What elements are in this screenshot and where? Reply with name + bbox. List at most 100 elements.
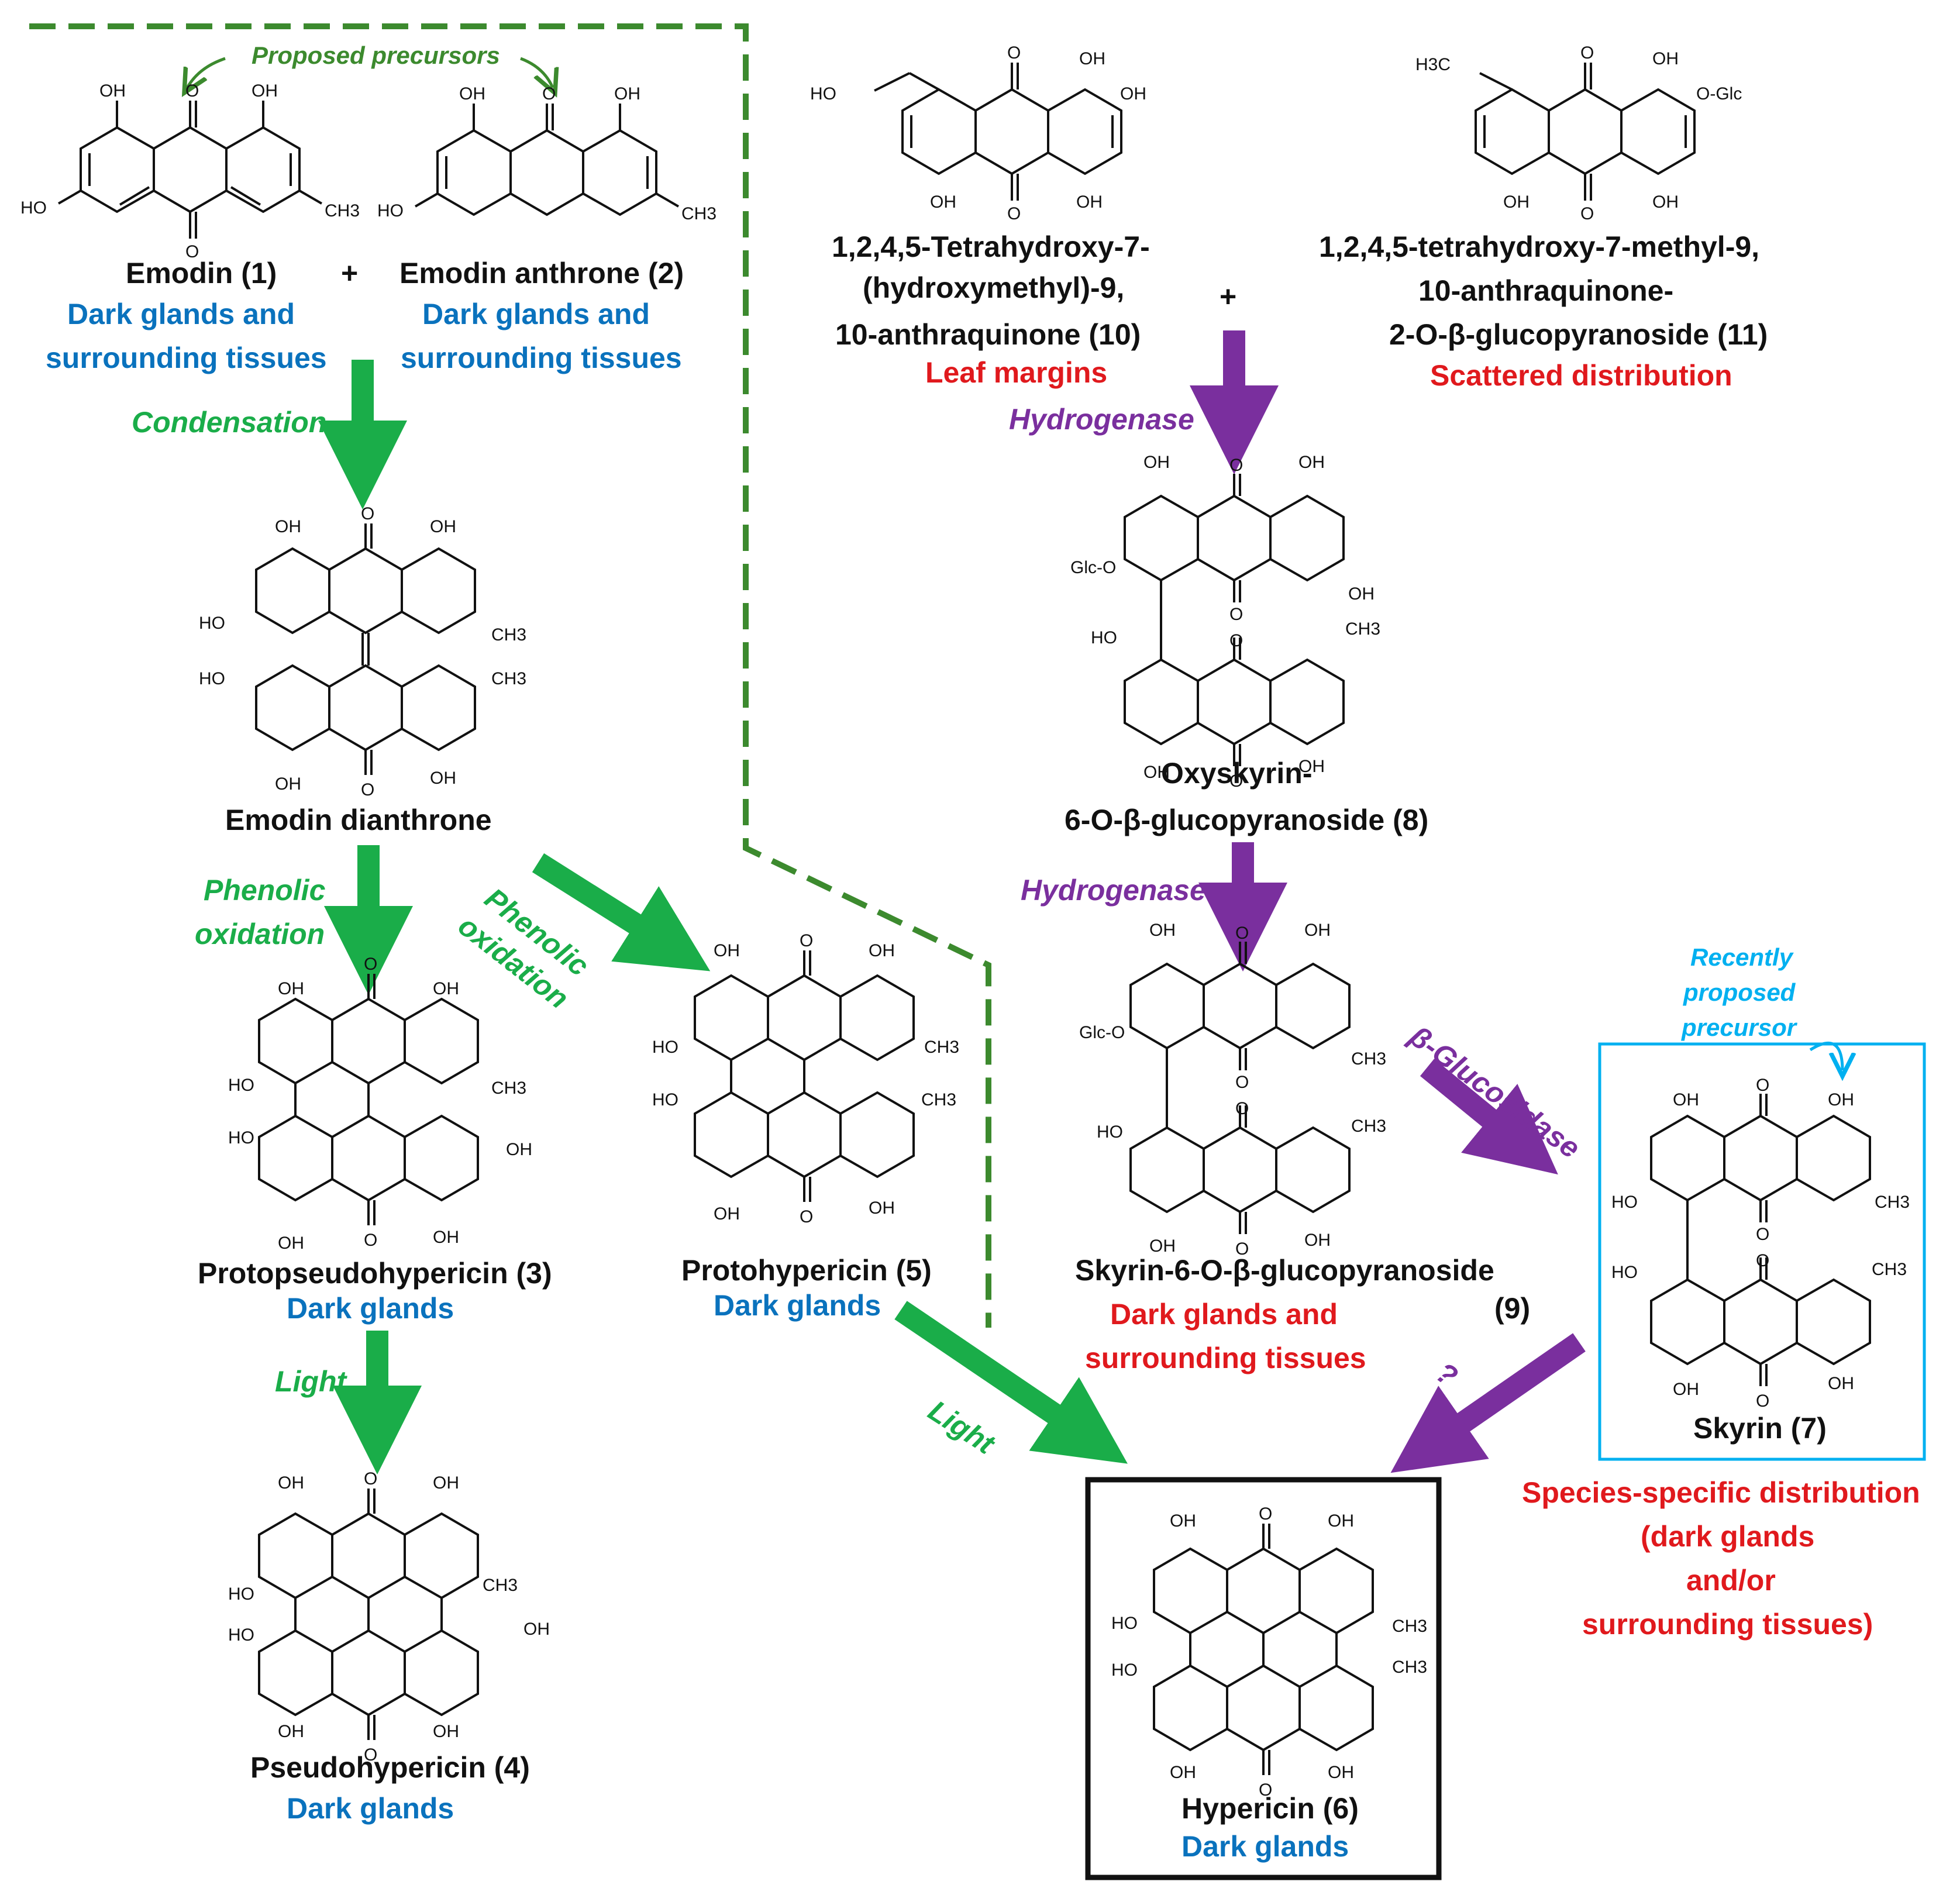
precursor-pointer-right [520, 57, 553, 88]
skyrin-location-line2: (dark glands [1641, 1520, 1815, 1553]
arrow-question [1390, 1333, 1586, 1473]
pseudohypericin-name: Pseudohypericin (4) [250, 1751, 530, 1784]
svg-text:O: O [1259, 1504, 1272, 1524]
hydrogenase-label-2: Hydrogenase [1021, 874, 1206, 907]
emodin-anthrone-location-line1: Dark glands and [422, 298, 650, 330]
structure-tetrahydroxy-methyl-glucoside: O O H3C OH O-Glc OH OH [1415, 43, 1742, 223]
svg-text:OH: OH [523, 1620, 550, 1639]
svg-text:O: O [1007, 43, 1021, 63]
svg-text:CH3: CH3 [491, 625, 526, 645]
svg-text:CH3: CH3 [325, 201, 360, 220]
svg-text:OH: OH [459, 84, 485, 104]
recently-proposed-line3: precursor [1682, 1014, 1797, 1041]
light-label-1: Light [275, 1365, 347, 1398]
protopseudohypericin-name: Protopseudohypericin (3) [198, 1257, 552, 1290]
svg-text:HO: HO [1091, 628, 1117, 647]
svg-text:CH3: CH3 [924, 1038, 959, 1057]
svg-text:O: O [185, 81, 199, 101]
svg-text:OH: OH [1328, 1511, 1354, 1531]
svg-text:CH3: CH3 [921, 1090, 956, 1110]
emodin-location-line1: Dark glands and [67, 298, 295, 330]
oxyskyrin-name-line1: Oxyskyrin- [1161, 757, 1313, 790]
svg-text:OH: OH [1143, 453, 1170, 472]
svg-text:OH: OH [1076, 192, 1103, 212]
svg-text:OH: OH [1673, 1380, 1699, 1399]
svg-text:H3C: H3C [1415, 55, 1451, 74]
structure-emodin: O O OH OH HO CH3 [20, 81, 360, 261]
svg-text:CH3: CH3 [1872, 1260, 1907, 1279]
svg-text:OH: OH [1079, 49, 1105, 68]
cyan-pointer [1809, 1041, 1842, 1070]
skyrin-box [1598, 1042, 1926, 1461]
svg-text:HO: HO [228, 1584, 254, 1604]
plus-sign-right: + [1220, 280, 1237, 313]
svg-text:OH: OH [433, 1473, 459, 1493]
emodin-anthrone-name: Emodin anthrone (2) [399, 257, 684, 290]
structure-pseudohypericin: O O OH OH HO CH3 HO OH OH OH [228, 1469, 550, 1765]
hypericin-name: Hypericin (6) [1181, 1792, 1359, 1825]
svg-text:O-Glc: O-Glc [1696, 84, 1742, 104]
svg-text:OH: OH [714, 941, 740, 960]
proposed-precursors-label: Proposed precursors [252, 42, 500, 69]
structure-oxyskyrin-glucopyranoside: O O O O OH OH Glc-O OH HO CH3 OH OH [1070, 453, 1380, 791]
svg-text:OH: OH [869, 941, 895, 960]
svg-text:HO: HO [1097, 1122, 1123, 1142]
phenolic-oxidation-1-line2: oxidation [195, 918, 325, 950]
svg-text:HO: HO [228, 1625, 254, 1645]
svg-text:O: O [1235, 1099, 1249, 1118]
svg-text:O: O [800, 931, 813, 950]
svg-text:OH: OH [714, 1204, 740, 1224]
svg-text:OH: OH [99, 81, 126, 101]
svg-text:HO: HO [20, 198, 47, 218]
svg-text:OH: OH [278, 1473, 304, 1493]
compound-11-name-line3: 2-O-β-glucopyranoside (11) [1389, 318, 1768, 351]
svg-text:OH: OH [278, 1234, 304, 1253]
svg-text:OH: OH [433, 1722, 459, 1741]
oxyskyrin-name-line2: 6-O-β-glucopyranoside (8) [1065, 804, 1429, 836]
svg-text:HO: HO [1611, 1263, 1638, 1282]
svg-text:OH: OH [1304, 921, 1331, 940]
svg-text:OH: OH [1149, 921, 1176, 940]
compound-10-name-line2: (hydroxymethyl)-9, [863, 271, 1125, 304]
svg-text:CH3: CH3 [681, 204, 717, 223]
svg-text:HO: HO [810, 84, 836, 104]
svg-text:O: O [364, 1745, 377, 1765]
svg-text:O: O [1235, 924, 1249, 943]
svg-text:O: O [361, 504, 374, 523]
svg-text:OH: OH [278, 979, 304, 998]
svg-text:O: O [1756, 1076, 1769, 1095]
structure-protopseudohypericin: O O OH OH HO CH3 HO OH OH OH [228, 955, 532, 1253]
svg-text:OH: OH [1149, 1236, 1176, 1256]
svg-text:OH: OH [433, 1228, 459, 1247]
svg-text:OH: OH [252, 81, 278, 101]
structure-skyrin: O O O O OH OH HO CH3 HO CH3 OH OH [1611, 1076, 1910, 1411]
svg-text:OH: OH [1298, 453, 1325, 472]
svg-text:HO: HO [652, 1090, 678, 1110]
svg-text:O: O [364, 1231, 377, 1250]
svg-text:OH: OH [275, 774, 301, 794]
svg-text:HO: HO [377, 201, 404, 220]
svg-text:HO: HO [1611, 1193, 1638, 1212]
emodin-name: Emodin (1) [126, 257, 277, 290]
skyrin-glc-name-line2: (9) [1494, 1292, 1531, 1325]
svg-text:OH: OH [278, 1722, 304, 1741]
svg-text:O: O [361, 780, 374, 800]
svg-text:O: O [1229, 605, 1243, 624]
svg-text:O: O [1580, 43, 1594, 63]
svg-text:O: O [1007, 204, 1021, 223]
svg-text:CH3: CH3 [491, 669, 526, 688]
svg-text:CH3: CH3 [491, 1079, 526, 1098]
svg-text:OH: OH [1828, 1090, 1854, 1110]
arrow-glucosidase [1420, 1059, 1558, 1175]
skyrin-glc-name-line1: Skyrin-6-O-β-glucopyranoside [1075, 1254, 1494, 1287]
svg-text:O: O [364, 955, 377, 974]
svg-text:OH: OH [433, 979, 459, 998]
structure-protohypericin: O O OH OH HO CH3 HO CH3 OH OH [652, 931, 959, 1226]
svg-text:OH: OH [1304, 1231, 1331, 1250]
svg-text:O: O [1229, 631, 1243, 650]
arrow-phenolic-oxidation-diag [532, 853, 711, 971]
skyrin-name: Skyrin (7) [1693, 1412, 1827, 1445]
skyrin-location-line4: surrounding tissues) [1582, 1608, 1873, 1641]
svg-text:CH3: CH3 [1351, 1117, 1386, 1136]
